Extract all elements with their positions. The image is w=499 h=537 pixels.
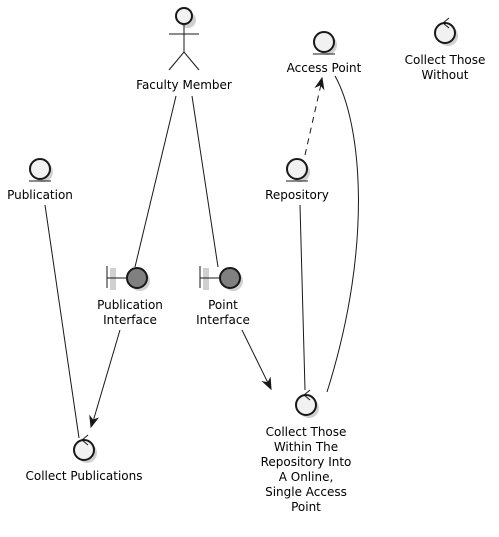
node-publication[interactable]: Publication [7, 158, 73, 202]
node-label-line: Collect Those [405, 53, 486, 67]
node-faculty-member[interactable]: Faculty Member [136, 7, 232, 92]
arrowhead [314, 76, 325, 91]
boundary-icon [199, 266, 243, 291]
control-icon [295, 389, 319, 418]
edge-faculty-member-to-publication-interface [134, 95, 177, 268]
arrowhead [89, 414, 100, 429]
node-label-line: Interface [103, 313, 157, 327]
node-repository[interactable]: Repository [265, 158, 329, 202]
control-icon [73, 434, 97, 463]
node-label-line: Without [422, 68, 469, 82]
node-access-point[interactable]: Access Point [287, 31, 362, 75]
diagram-edges [44, 75, 359, 439]
node-label-line: Within The [274, 440, 338, 454]
node-label-line: Repository [265, 188, 329, 202]
node-label-line: A Online, [279, 470, 334, 484]
arrowhead [261, 376, 272, 391]
node-label-line: Single Access [265, 485, 347, 499]
node-label-line: Point [208, 298, 238, 312]
node-label-line: Collect Publications [26, 469, 143, 483]
edge-faculty-member-to-point-interface [191, 95, 219, 268]
control-icon [434, 17, 458, 46]
node-label-line: Access Point [287, 61, 362, 75]
actor-icon [168, 7, 200, 71]
edge-publication-interface-to-collect-publications [91, 329, 121, 426]
entity-icon [313, 31, 337, 55]
edge-collect-within-to-access-point [326, 75, 359, 393]
node-collect-publications[interactable]: Collect Publications [26, 434, 143, 483]
edge-point-interface-to-collect-within [241, 329, 271, 388]
node-label-line: Interface [196, 313, 250, 327]
node-label-line: Faculty Member [136, 78, 232, 92]
boundary-icon [106, 266, 150, 291]
entity-icon [29, 158, 53, 182]
node-label-line: Publication [7, 188, 73, 202]
node-label-line: Collect Those [266, 425, 347, 439]
edge-repository-to-collect-within [299, 204, 306, 391]
node-label-line: Repository Into [261, 455, 352, 469]
node-label-line: Point [291, 500, 321, 514]
node-label-line: Publication [97, 298, 163, 312]
edge-publication-to-collect-publications [44, 204, 80, 439]
entity-icon [286, 158, 310, 182]
edge-repository-to-access-point [304, 79, 323, 156]
